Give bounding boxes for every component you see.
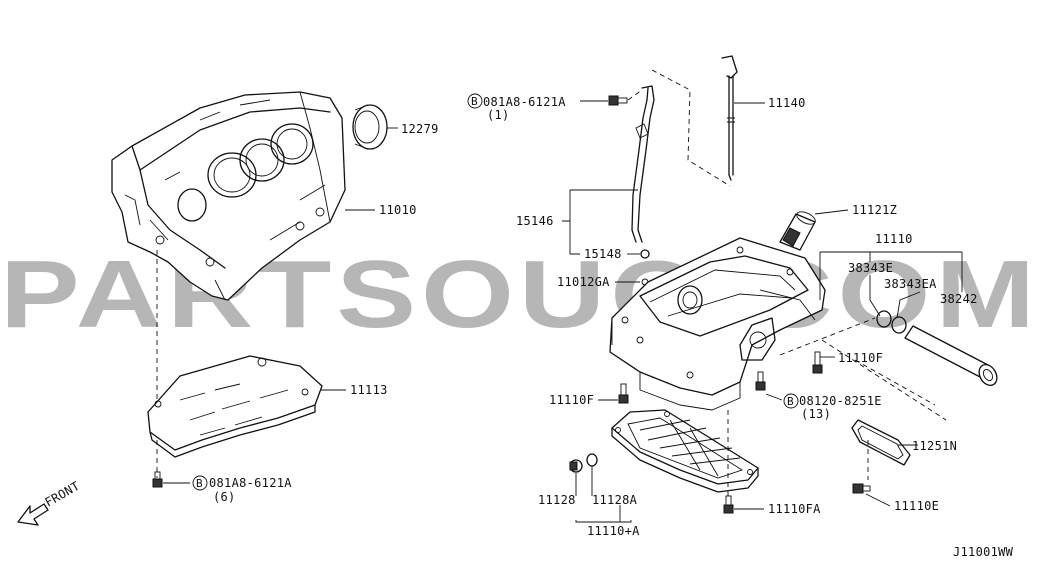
- front-arrow-icon: [17, 503, 49, 526]
- bolt-marker-right-letter: B: [787, 395, 794, 408]
- label-bolt-right-qty: (13): [801, 407, 831, 421]
- bolt-right-drawing[interactable]: [755, 371, 766, 391]
- bolt-left-drawing[interactable]: [152, 471, 163, 488]
- label-11110[interactable]: 11110: [875, 232, 913, 246]
- label-15146[interactable]: 15146: [516, 214, 554, 228]
- label-11012GA[interactable]: 11012GA: [557, 275, 610, 289]
- label-11128[interactable]: 11128: [538, 493, 576, 507]
- bolt-top-drawing[interactable]: [608, 95, 628, 106]
- bolt-11110F-left-drawing[interactable]: [618, 383, 629, 404]
- leader-38343E: [869, 275, 881, 317]
- o-ring-15148-drawing[interactable]: [640, 249, 650, 259]
- label-bolt-top-qty: (1): [487, 108, 510, 122]
- label-11110F-left[interactable]: 11110F: [549, 393, 594, 407]
- o-ring-38343EA-drawing[interactable]: [891, 316, 907, 334]
- watermark: PARTSOUQ.COM: [0, 241, 1040, 348]
- bolt-11110F-right-drawing[interactable]: [812, 351, 823, 374]
- dashed-guide-pan-right: [779, 317, 947, 421]
- o-ring-38343E-drawing[interactable]: [876, 310, 892, 328]
- label-38242[interactable]: 38242: [940, 292, 978, 306]
- diagram-reference: J11001WW: [953, 545, 1014, 559]
- cylinder-block-drawing[interactable]: [111, 91, 346, 301]
- bolt-11110E-drawing[interactable]: [852, 483, 871, 494]
- strainer-drawing[interactable]: [779, 209, 817, 251]
- leader-bolt-right: [765, 393, 783, 401]
- label-bolt-left-qty: (6): [213, 490, 236, 504]
- label-11140[interactable]: 11140: [768, 96, 806, 110]
- oil-seal-drawing[interactable]: [352, 104, 388, 150]
- label-11113[interactable]: 11113: [350, 383, 388, 397]
- leader-11110E: [865, 493, 891, 507]
- washer-11128A-drawing[interactable]: [586, 453, 598, 467]
- bolt-marker-top: [467, 93, 483, 109]
- label-38343EA[interactable]: 38343EA: [884, 277, 937, 291]
- bolt-marker-left-letter: B: [196, 477, 203, 490]
- leader-11121Z: [814, 209, 849, 215]
- bolt-marker-top-letter: B: [471, 95, 478, 108]
- dashed-guide-dipstick: [651, 69, 731, 187]
- label-bolt-left[interactable]: 081A8-6121A: [209, 476, 292, 490]
- label-38343E[interactable]: 38343E: [848, 261, 893, 275]
- label-11110F-right[interactable]: 11110F: [838, 351, 883, 365]
- dipstick-guide-drawing[interactable]: [631, 85, 655, 243]
- drain-plug-11128-drawing[interactable]: [569, 459, 583, 473]
- label-11251N[interactable]: 11251N: [912, 439, 957, 453]
- baffle-plate-drawing[interactable]: [147, 355, 323, 458]
- label-11121Z[interactable]: 11121Z: [852, 203, 897, 217]
- label-11110FA[interactable]: 11110FA: [768, 502, 821, 516]
- bracket-11128: [575, 466, 632, 523]
- label-bolt-right[interactable]: 08120-8251E: [799, 394, 882, 408]
- lower-oil-pan-drawing[interactable]: [611, 409, 759, 493]
- bracket-15146: [562, 189, 638, 255]
- bracket-11110: [819, 251, 963, 300]
- dipstick-drawing[interactable]: [721, 55, 738, 181]
- bolt-marker-left: [192, 475, 208, 491]
- label-11010[interactable]: 11010: [379, 203, 417, 217]
- front-label: FRONT: [43, 479, 83, 510]
- label-11110E[interactable]: 11110E: [894, 499, 939, 513]
- label-bolt-top[interactable]: 081A8-6121A: [483, 95, 566, 109]
- label-11128A[interactable]: 11128A: [592, 493, 638, 507]
- cover-11251N-drawing[interactable]: [851, 419, 911, 466]
- tube-38242-drawing[interactable]: [904, 325, 1000, 389]
- label-15148[interactable]: 15148: [584, 247, 622, 261]
- dashed-guide-dipstick-b: [627, 89, 643, 101]
- bolt-marker-right: [783, 393, 799, 409]
- leader-38343EA: [896, 291, 921, 319]
- bolt-11110FA-drawing[interactable]: [723, 495, 734, 514]
- dashed-guide-pan-filter: [854, 359, 936, 406]
- label-12279[interactable]: 12279: [401, 122, 439, 136]
- upper-oil-pan-drawing[interactable]: [609, 237, 826, 411]
- label-11110A[interactable]: 11110+A: [587, 524, 640, 538]
